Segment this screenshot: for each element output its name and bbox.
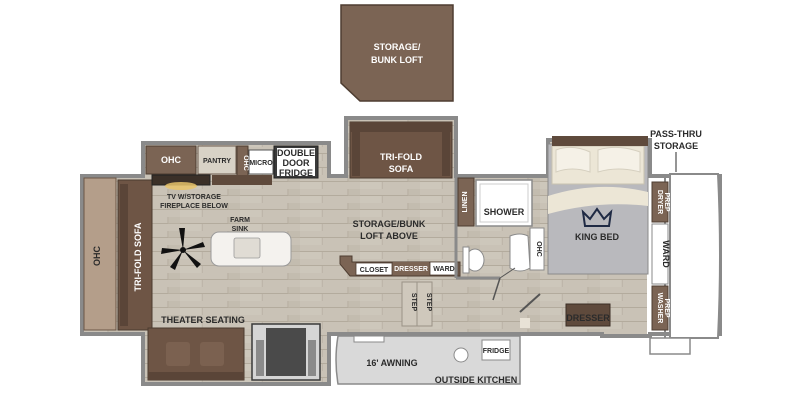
pass-thru-label-1: PASS-THRU <box>650 129 702 139</box>
kitchen-slide: OHC PANTRY OHC MICRO DOUBLE DOOR FRIDGE … <box>145 145 319 210</box>
ward-mid-label: WARD <box>433 266 454 273</box>
micro-label: MICRO <box>249 160 273 167</box>
trifold-sofa-top-label-1: TRI-FOLD <box>380 152 422 162</box>
ohc-kitchen-label: OHC <box>161 155 182 165</box>
storage-bunk-loft: STORAGE/ BUNK LOFT <box>340 4 454 102</box>
kitchen-island: FARM SINK <box>210 217 292 267</box>
dryer-prep-label-2: PREP <box>663 192 670 211</box>
shower <box>475 179 533 227</box>
trifold-sofa-left-label: TRI-FOLD SOFA <box>133 222 143 291</box>
step-label-2: STEP <box>425 293 432 312</box>
awning-label: 16' AWNING <box>366 358 417 368</box>
pantry-label: PANTRY <box>203 158 231 165</box>
outside-kitchen-label: OUTSIDE KITCHEN <box>435 375 518 385</box>
fridge-label-1: DOUBLE <box>277 148 315 158</box>
ohc-left-label: OHC <box>92 246 102 267</box>
theater-seating-label: THEATER SEATING <box>161 315 245 325</box>
king-bed-label: KING BED <box>575 232 620 242</box>
closet-dresser-ward: CLOSET DRESSER WARD <box>339 255 461 277</box>
storage-loft-label-2: BUNK LOFT <box>371 55 423 65</box>
linen-label: LINEN <box>462 192 469 213</box>
trifold-sofa-top-label-2: SOFA <box>389 164 414 174</box>
washer-prep-label-1: WASHER <box>656 293 663 324</box>
ceiling-fan-icon <box>161 228 205 270</box>
tv-label-1: TV W/STORAGE <box>167 194 221 201</box>
closet-label: CLOSET <box>360 267 389 274</box>
ward-right-label: WARD <box>661 240 671 268</box>
ohc-vertical-label: OHC <box>242 155 249 171</box>
fridge-outside-label: FRIDGE <box>483 348 510 355</box>
fridge-label-3: FRIDGE <box>279 168 313 178</box>
washer-prep-label-2: PREP <box>663 298 670 317</box>
dresser-right: DRESSER <box>519 293 611 328</box>
dresser-mid-label: DRESSER <box>394 266 428 273</box>
front-wardrobe: DRYER PREP WARD WASHER PREP <box>651 181 671 331</box>
tv-label-2: FIREPLACE BELOW <box>160 203 228 210</box>
storage-bunk-above-label-1: STORAGE/BUNK <box>353 219 426 229</box>
theater-seating: THEATER SEATING <box>147 315 321 381</box>
fridge-label-2: DOOR <box>283 158 311 168</box>
left-end: OHC TRI-FOLD SOFA <box>83 177 153 331</box>
farm-sink-label-1: FARM <box>230 217 250 224</box>
bedroom: KING BED <box>547 136 649 275</box>
trifold-sofa-top: TRI-FOLD SOFA <box>349 121 453 179</box>
dryer-prep-label-1: DRYER <box>656 190 663 214</box>
pass-thru-label-2: STORAGE <box>654 141 698 151</box>
storage-loft-label-1: STORAGE/ <box>374 42 421 52</box>
dresser-right-label: DRESSER <box>566 313 610 323</box>
crown-icon <box>581 207 613 227</box>
shower-label: SHOWER <box>484 207 525 217</box>
entry-steps: STEP STEP <box>401 281 433 327</box>
step-label-1: STEP <box>410 293 417 312</box>
bath-sink <box>509 233 531 272</box>
outside-kitchen: 16' AWNING FRIDGE OUTSIDE KITCHEN <box>335 335 521 385</box>
storage-bunk-above-label-2: LOFT ABOVE <box>360 231 418 241</box>
ohc-bath-label: OHC <box>535 241 542 257</box>
farm-sink-label-2: SINK <box>232 226 249 233</box>
bathroom: LINEN SHOWER OHC <box>454 176 545 301</box>
